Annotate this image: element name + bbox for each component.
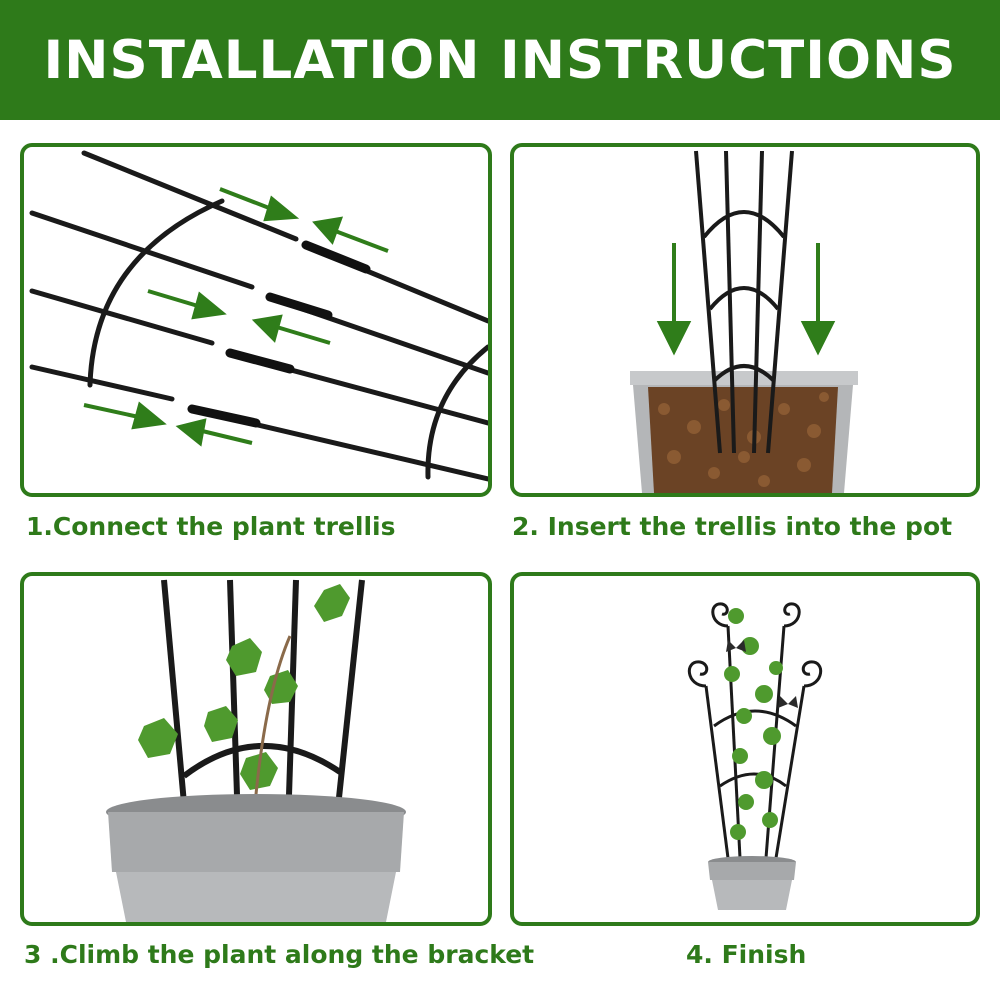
- down-arrow-icon: [656, 243, 836, 356]
- trellis-rod-icon: [29, 210, 255, 290]
- butterfly-icon: [726, 640, 798, 708]
- trellis-icon: [694, 150, 794, 454]
- pot-icon: [106, 794, 406, 922]
- arrow-icon: [83, 187, 389, 447]
- step-3-caption: 3 .Climb the plant along the bracket: [24, 940, 535, 969]
- trellis-rod-icon: [29, 364, 175, 402]
- trellis-rod-icon: [87, 198, 225, 388]
- header-banner: INSTALLATION INSTRUCTIONS: [0, 0, 1000, 120]
- step-1-illustration: [29, 150, 488, 482]
- step-2-illustration: [630, 150, 858, 493]
- step-1-image: [20, 143, 492, 497]
- step-4-illustration: [688, 602, 822, 910]
- step-2-caption: 2. Insert the trellis into the pot: [512, 512, 953, 541]
- step-4-caption: 4. Finish: [686, 940, 807, 969]
- step-2-image: [510, 143, 980, 497]
- step-3-image: [20, 572, 492, 926]
- page-title: INSTALLATION INSTRUCTIONS: [43, 29, 957, 91]
- trellis-rod-icon: [81, 150, 299, 242]
- step-3-illustration: [106, 579, 406, 922]
- pot-icon: [708, 856, 796, 910]
- trellis-rod-icon: [425, 344, 488, 480]
- trellis-rod-icon: [29, 288, 215, 346]
- step-4-image: [510, 572, 980, 926]
- step-1-caption: 1.Connect the plant trellis: [26, 512, 396, 541]
- ivy-leaf-icon: [724, 608, 783, 840]
